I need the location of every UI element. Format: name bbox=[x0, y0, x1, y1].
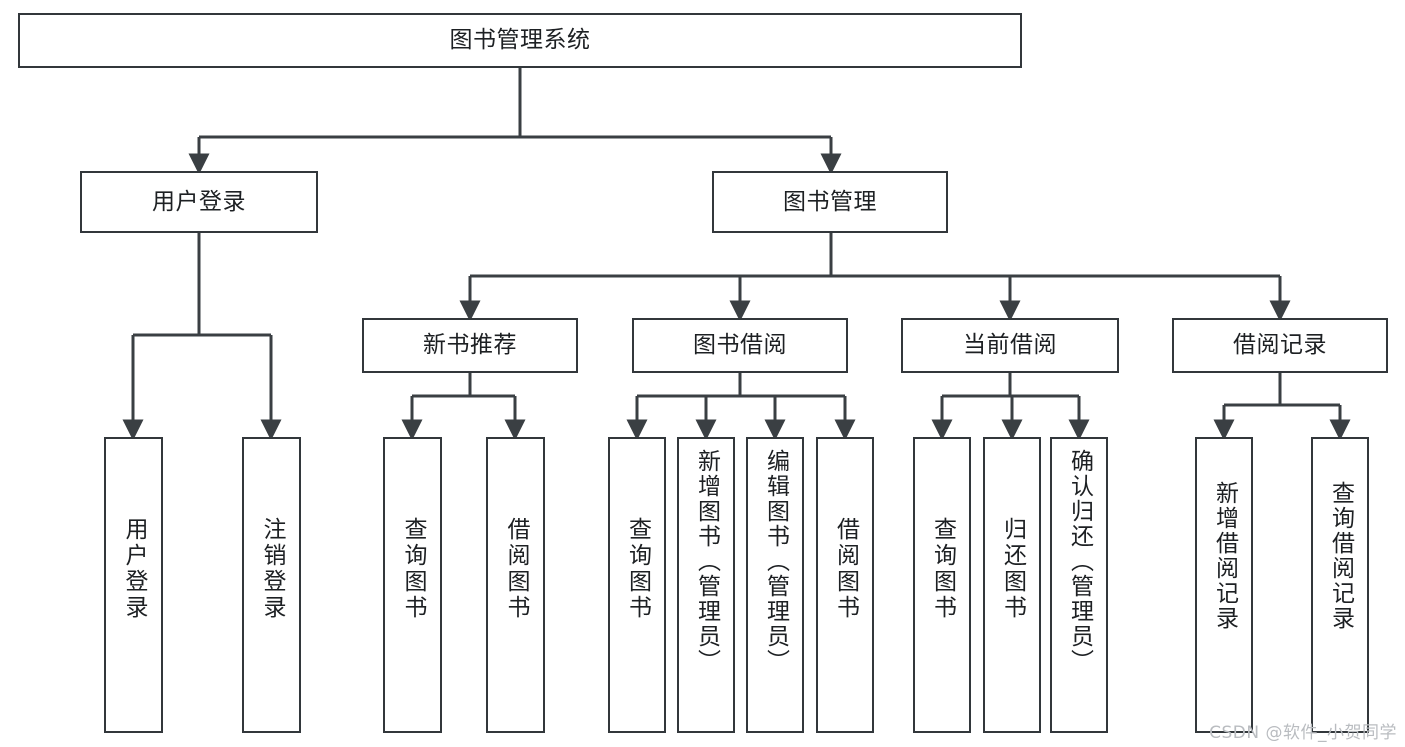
node-leaf-edit-book-admin[interactable]: 编辑图书（管理员） bbox=[746, 437, 804, 733]
node-user-login[interactable]: 用户登录 bbox=[80, 171, 318, 233]
node-label: 查询图书 bbox=[400, 517, 426, 621]
node-label: 用户登录 bbox=[121, 517, 147, 621]
node-leaf-borrow-book-new[interactable]: 借阅图书 bbox=[486, 437, 545, 733]
node-book-borrow[interactable]: 图书借阅 bbox=[632, 318, 848, 373]
node-leaf-add-book-admin[interactable]: 新增图书（管理员） bbox=[677, 437, 735, 733]
node-borrow-record[interactable]: 借阅记录 bbox=[1172, 318, 1388, 373]
node-leaf-query-borrow-record[interactable]: 查询借阅记录 bbox=[1311, 437, 1369, 733]
node-label: 图书管理 bbox=[783, 188, 877, 215]
node-label: 用户登录 bbox=[152, 188, 246, 215]
node-leaf-logout[interactable]: 注销登录 bbox=[242, 437, 301, 733]
node-label: 查询图书 bbox=[624, 517, 651, 621]
node-leaf-query-book-borrow[interactable]: 查询图书 bbox=[608, 437, 666, 733]
node-label: 新书推荐 bbox=[423, 332, 517, 359]
node-label: 查询图书 bbox=[929, 517, 956, 621]
node-label: 新增借阅记录 bbox=[1211, 481, 1238, 631]
node-leaf-return-book[interactable]: 归还图书 bbox=[983, 437, 1041, 733]
node-new-book-recommend[interactable]: 新书推荐 bbox=[362, 318, 578, 373]
node-label: 借阅记录 bbox=[1233, 332, 1327, 359]
node-leaf-borrow-book[interactable]: 借阅图书 bbox=[816, 437, 874, 733]
node-label: 新增图书（管理员） bbox=[693, 449, 720, 674]
node-label: 注销登录 bbox=[259, 517, 285, 621]
node-label: 查询借阅记录 bbox=[1327, 481, 1354, 631]
node-label: 确认归还（管理员） bbox=[1066, 449, 1093, 674]
node-label: 当前借阅 bbox=[963, 332, 1057, 359]
node-leaf-user-login[interactable]: 用户登录 bbox=[104, 437, 163, 733]
node-current-borrow[interactable]: 当前借阅 bbox=[901, 318, 1119, 373]
watermark-text: CSDN @软件_小贺同学 bbox=[1209, 723, 1397, 743]
node-book-management[interactable]: 图书管理 bbox=[712, 171, 948, 233]
node-leaf-query-book-current[interactable]: 查询图书 bbox=[913, 437, 971, 733]
node-leaf-add-borrow-record[interactable]: 新增借阅记录 bbox=[1195, 437, 1253, 733]
node-leaf-confirm-return-admin[interactable]: 确认归还（管理员） bbox=[1050, 437, 1108, 733]
node-label: 借阅图书 bbox=[832, 517, 859, 621]
node-label: 借阅图书 bbox=[503, 517, 529, 621]
node-leaf-query-book-new[interactable]: 查询图书 bbox=[383, 437, 442, 733]
node-label: 图书管理系统 bbox=[449, 27, 591, 54]
node-label: 图书借阅 bbox=[693, 332, 787, 359]
node-book-management-system[interactable]: 图书管理系统 bbox=[18, 13, 1022, 68]
node-label: 归还图书 bbox=[999, 517, 1026, 621]
node-label: 编辑图书（管理员） bbox=[762, 449, 789, 674]
